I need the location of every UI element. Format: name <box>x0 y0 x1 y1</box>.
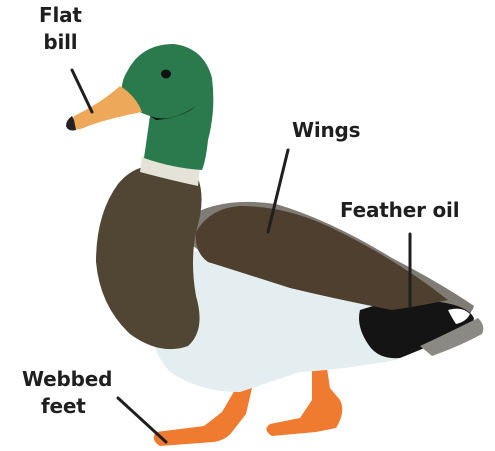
flat-bill-label-line2: bill <box>39 29 82 56</box>
webbed-feet-label: Webbed feet <box>22 366 112 420</box>
webbed-feet-label-line1: Webbed <box>22 366 112 393</box>
flat-bill-label-line1: Flat <box>39 2 82 29</box>
webbed-feet-label-line2: feet <box>22 393 112 420</box>
wings-label: Wings <box>292 117 360 144</box>
left-foot <box>154 388 252 446</box>
chest <box>96 166 202 349</box>
flat-bill-label: Flat bill <box>39 2 82 56</box>
eye <box>161 70 171 79</box>
webbed-feet-leader <box>118 398 166 442</box>
flat-bill-leader <box>72 70 92 112</box>
feather-oil-label: Feather oil <box>340 197 459 224</box>
